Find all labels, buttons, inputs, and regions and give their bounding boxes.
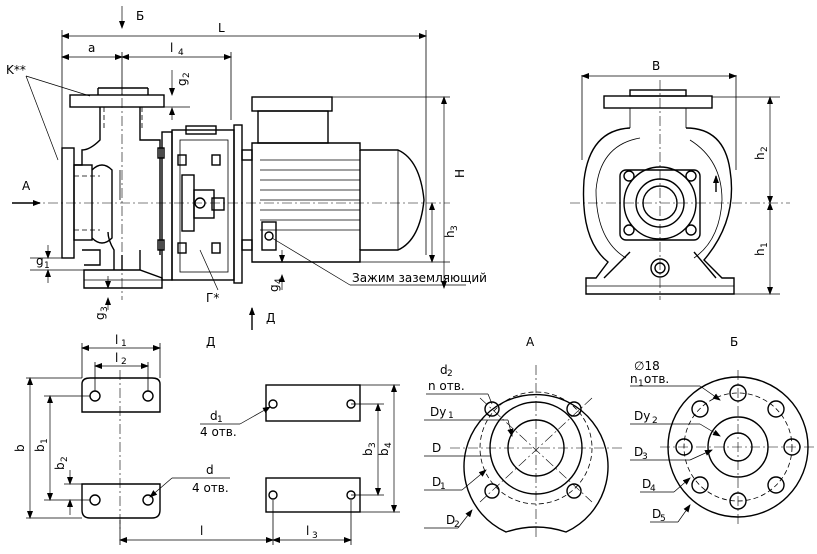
dim-l2: l — [115, 351, 118, 365]
flangeA-title: А — [526, 335, 535, 349]
label-K: K** — [6, 63, 26, 77]
arrow-A-label: А — [22, 179, 31, 193]
dim-g3-sub: 3 — [100, 306, 110, 312]
label-D: D — [432, 441, 441, 455]
dim-l4-sub: 4 — [178, 48, 184, 58]
dim-l4: l — [170, 41, 173, 55]
label-d-holes: 4 отв. — [192, 481, 229, 495]
dim-g4: g — [267, 284, 281, 292]
dim-g2-sub: 2 — [182, 72, 192, 78]
main-view: L a l 4 Б K** — [6, 6, 487, 330]
side-view: B h 2 h — [570, 59, 790, 300]
dim-b2-sub: 2 — [60, 456, 70, 462]
label-D3: D — [634, 445, 643, 459]
label-n1-sub: 1 — [638, 379, 644, 389]
label-Dy1-sub: 1 — [448, 411, 454, 421]
label-phi18: ∅18 — [634, 359, 660, 373]
dim-l2-sub: 2 — [121, 357, 127, 367]
dim-l3: l — [306, 524, 309, 538]
label-d2-sub: 2 — [447, 369, 453, 379]
dim-h1-sub: 1 — [760, 242, 770, 248]
dim-g4-sub: 4 — [274, 278, 284, 284]
flangeB-title: Б — [730, 335, 738, 349]
base-view: Д l 1 l 2 b b 1 — [13, 333, 400, 545]
arrow-D-label: Д — [266, 311, 275, 325]
ground-label: Зажим заземляющий — [352, 271, 487, 285]
label-D1-sub: 1 — [440, 482, 446, 492]
arrow-B-label: Б — [136, 9, 144, 23]
dim-b1-sub: 1 — [40, 438, 50, 444]
label-n1: n — [630, 372, 638, 386]
dim-h2-sub: 2 — [760, 146, 770, 152]
label-d1-sub: 1 — [217, 415, 223, 425]
label-D4: D — [642, 477, 651, 491]
dim-b2: b — [53, 462, 67, 470]
dim-g1-sub: 1 — [44, 261, 50, 271]
label-n1-tail: отв. — [644, 372, 669, 386]
flange-A-view: А d 2 n отв. Dy 1 D D 1 D 2 — [424, 335, 622, 540]
motor-fins — [260, 159, 360, 231]
label-Dy1: Dy — [430, 405, 446, 419]
label-D1: D — [432, 475, 441, 489]
label-d: d — [206, 463, 214, 477]
dim-b3: b — [361, 448, 375, 456]
dim-l3-sub: 3 — [312, 531, 318, 541]
label-d2: d — [440, 363, 448, 377]
label-d1-holes: 4 отв. — [200, 425, 237, 439]
dim-h1: h — [753, 248, 767, 256]
dim-g1: g — [36, 254, 44, 268]
flange-B-view: Б ∅18 n 1 отв. Dy 2 D 3 — [630, 335, 816, 525]
label-D4-sub: 4 — [650, 484, 656, 494]
label-D5: D — [652, 507, 661, 521]
dim-l: l — [200, 524, 203, 538]
label-D5-sub: 5 — [660, 514, 666, 524]
label-D2-sub: 2 — [454, 520, 460, 530]
label-n-holes: n отв. — [428, 379, 465, 393]
dim-h3-sub: 3 — [450, 225, 460, 231]
dim-H: H — [453, 169, 467, 178]
dim-B: B — [652, 59, 660, 73]
label-D2: D — [446, 513, 455, 527]
label-D3-sub: 3 — [642, 452, 648, 462]
label-Dy2-sub: 2 — [652, 416, 658, 426]
dim-b3-sub: 3 — [368, 442, 378, 448]
dim-b1: b — [33, 444, 47, 452]
dim-l1: l — [115, 333, 118, 347]
dim-g2: g — [175, 78, 189, 86]
dim-b4: b — [377, 448, 391, 456]
dim-h2: h — [753, 152, 767, 160]
base-title: Д — [206, 335, 215, 349]
dim-h3: h — [443, 230, 457, 238]
label-Dy2: Dy — [634, 409, 650, 423]
label-d1: d — [210, 409, 218, 423]
dim-g3: g — [93, 312, 107, 320]
dim-b4-sub: 4 — [384, 442, 394, 448]
dim-a: a — [88, 41, 95, 55]
dim-b: b — [13, 444, 27, 452]
label-G: Г* — [206, 291, 219, 305]
dim-L: L — [218, 21, 225, 35]
dim-l1-sub: 1 — [121, 339, 127, 349]
